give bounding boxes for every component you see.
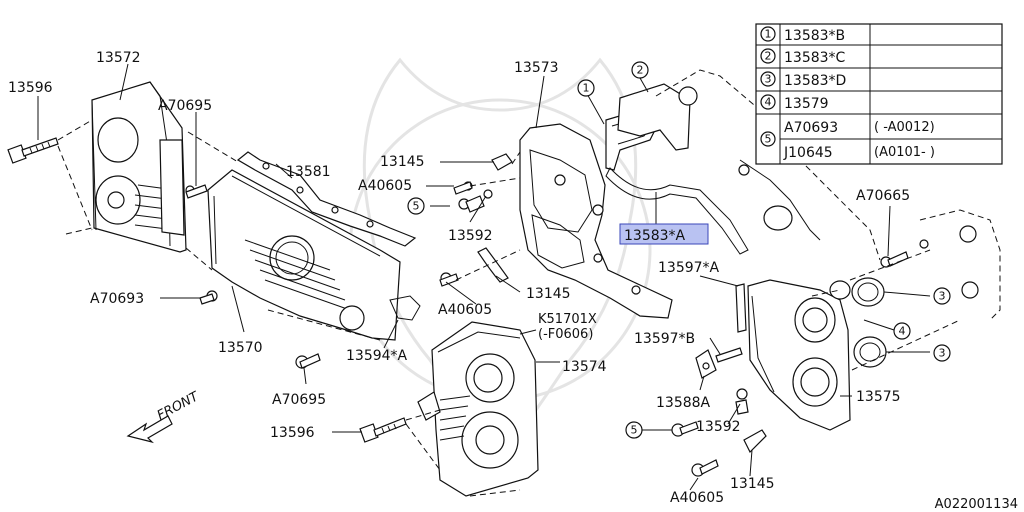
cover-13574 (417, 321, 539, 497)
bolt-a40605-mid (439, 272, 459, 287)
legend-part-4: 13579 (784, 96, 829, 112)
label-a70693-left[interactable]: A70693 (90, 291, 144, 307)
cover-13575 (747, 279, 851, 431)
label-a40605-bottom[interactable]: A40605 (670, 490, 724, 506)
legend-row-1: 1 13583*B (760, 26, 845, 44)
label-13596-top[interactable]: 13596 (8, 80, 53, 96)
label-13145-bottom[interactable]: 13145 (730, 476, 775, 492)
diagram-id: A022001134 (935, 497, 1018, 512)
legend-part-1: 13583*B (784, 28, 845, 44)
bolt-5-bottom (671, 421, 699, 437)
cover-13573 (519, 123, 673, 319)
leader-lines (37, 63, 931, 491)
bolt-13592-right (735, 388, 749, 415)
label-13145-top[interactable]: 13145 (380, 154, 425, 170)
legend-table: 1 13583*B 2 13583*C 3 13583*D 4 13579 5 … (755, 23, 1003, 165)
seal-13597-b (715, 347, 743, 363)
seal-13583-c (617, 83, 691, 151)
seal-13583-a (605, 167, 749, 255)
legend-part-5a: A70693 (784, 120, 838, 136)
label-a40605-top[interactable]: A40605 (358, 178, 412, 194)
svg-text:1: 1 (583, 82, 590, 95)
legend-row-3: 3 13583*D (760, 71, 846, 89)
callout-3-upper[interactable]: 3 (933, 287, 951, 305)
legend-range-5b: (A0101- ) (874, 145, 935, 160)
svg-text:3: 3 (765, 73, 772, 86)
bolt-13592-left (458, 189, 493, 213)
callout-2[interactable]: 2 (631, 61, 649, 79)
bolt-a70695-bottom (295, 353, 321, 369)
seal-13583-d-upper (851, 277, 885, 307)
label-13596-bottom[interactable]: 13596 (270, 425, 315, 441)
bolt-13596-top (7, 137, 59, 164)
front-direction-arrow: FRONT (126, 389, 202, 444)
legend-row-5: 5 A70693 ( -A0012) J10645 (A0101- ) (760, 120, 935, 161)
svg-text:2: 2 (637, 64, 644, 77)
cover-13572 (91, 81, 187, 253)
front-label: FRONT (155, 389, 202, 424)
label-f0606: (-F0606) (538, 327, 593, 342)
label-13145-mid[interactable]: 13145 (526, 286, 571, 302)
svg-text:4: 4 (765, 96, 772, 109)
label-a70665[interactable]: A70665 (856, 188, 910, 204)
svg-text:2: 2 (765, 50, 772, 63)
legend-part-5b: J10645 (783, 145, 833, 161)
bolt-a70695-top (185, 184, 208, 199)
seal-13581 (236, 151, 417, 247)
callout-3-lower[interactable]: 3 (933, 344, 951, 362)
legend-row-4: 4 13579 (760, 94, 829, 112)
legend-row-2: 2 13583*C (760, 48, 846, 66)
callout-5-left[interactable]: 5 (407, 197, 425, 215)
legend-range-5a: ( -A0012) (874, 120, 935, 135)
svg-text:5: 5 (413, 200, 420, 213)
svg-text:5: 5 (631, 424, 638, 437)
legend-part-2: 13583*C (784, 50, 846, 66)
label-k51701x[interactable]: K51701X (538, 312, 597, 327)
label-13597a[interactable]: 13597*A (658, 260, 720, 276)
legend-part-3: 13583*D (784, 73, 846, 89)
label-13573[interactable]: 13573 (514, 60, 559, 76)
svg-text:3: 3 (939, 290, 946, 303)
callout-5-bottom[interactable]: 5 (625, 421, 643, 439)
callout-4[interactable]: 4 (893, 322, 911, 340)
seal-13597-a (735, 283, 747, 333)
bolt-13596-bottom (359, 417, 407, 443)
label-13570[interactable]: 13570 (218, 340, 263, 356)
clip-13145-top (491, 153, 513, 171)
svg-text:4: 4 (899, 325, 906, 338)
label-13583a[interactable]: 13583*A (624, 228, 686, 244)
label-13575[interactable]: 13575 (856, 389, 901, 405)
label-13592-left[interactable]: 13592 (448, 228, 493, 244)
hose-13145-mid (477, 247, 509, 283)
label-13594a[interactable]: 13594*A (346, 348, 408, 364)
cover-13570 (207, 169, 421, 341)
label-13592-right[interactable]: 13592 (696, 419, 741, 435)
clip-13145-bottom (743, 429, 767, 454)
bolt-a40605-bottom (691, 459, 719, 477)
highlighted-part-box (619, 223, 709, 245)
engine-block-outline (655, 69, 1001, 321)
svg-text:3: 3 (939, 347, 946, 360)
label-a70695-bottom[interactable]: A70695 (272, 392, 326, 408)
seal-13579 (829, 280, 851, 300)
bolt-a70693-left (199, 290, 218, 305)
label-13572[interactable]: 13572 (96, 50, 141, 66)
svg-text:1: 1 (765, 28, 772, 41)
svg-text:5: 5 (765, 133, 772, 146)
label-13597b[interactable]: 13597*B (634, 331, 695, 347)
label-13581[interactable]: 13581 (286, 164, 331, 180)
bolt-a40605-top (453, 181, 473, 195)
label-13574[interactable]: 13574 (562, 359, 607, 375)
seal-13583-d-lower (853, 336, 887, 368)
label-a40605-mid[interactable]: A40605 (438, 302, 492, 318)
label-a70695-top[interactable]: A70695 (158, 98, 212, 114)
label-13588a[interactable]: 13588A (656, 395, 711, 411)
callout-1[interactable]: 1 (577, 79, 595, 97)
bracket-13588a (695, 349, 717, 379)
